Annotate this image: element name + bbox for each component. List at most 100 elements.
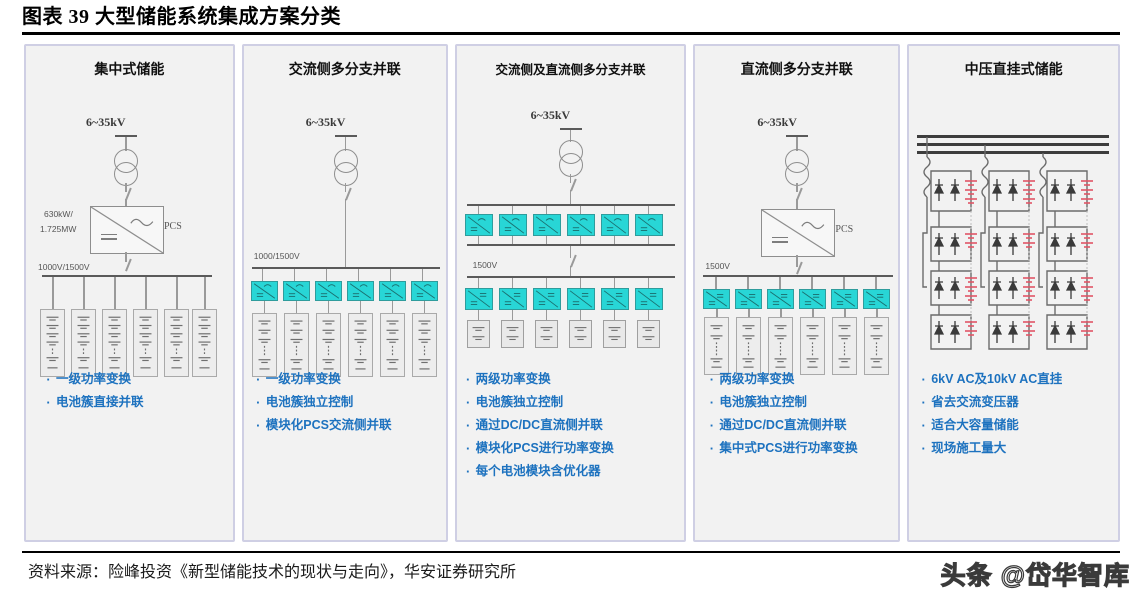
list-item: ·现场施工量大	[919, 437, 1112, 460]
panel-bullet-list: ·6kV AC及10kV AC直挂 ·省去交流变压器 ·适合大容量储能 ·现场施…	[909, 368, 1118, 460]
battery-module	[534, 320, 558, 348]
schematic-ac-dc-multibranch: 6~35kV	[457, 78, 685, 393]
feeder-line	[569, 190, 572, 204]
label-grid-voltage: 6~35kV	[305, 115, 346, 129]
module-out-line	[545, 236, 548, 244]
dcdc-module	[498, 288, 527, 310]
battery-cluster	[192, 309, 217, 377]
module-battery-link	[748, 309, 750, 317]
breaker-out-line	[796, 199, 798, 209]
label-power-rating-1: 630kW/	[44, 209, 73, 219]
cascaded-topology-drawing	[922, 137, 1094, 350]
module-tap-line	[579, 206, 582, 214]
dcdc-module	[735, 289, 763, 309]
intermediate-bus	[466, 244, 675, 246]
module-battery-link	[716, 309, 718, 317]
dcdc-module	[831, 289, 859, 309]
panel-bullet-list: ·两级功率变换 ·电池簇独立控制 ·通过DC/DC直流侧并联 ·集中式PCS进行…	[695, 368, 898, 460]
watermark-label: 头条 @岱华智库	[940, 561, 1130, 590]
label-pcs: PCS	[835, 224, 854, 235]
panel-dc-side-multibranch[interactable]: 直流侧多分支并联 6~35kV PCS 1500V	[693, 44, 901, 542]
list-item: ·一级功率变换	[44, 368, 227, 391]
three-phase-bus-a	[917, 135, 1110, 138]
module-tap-line	[545, 206, 548, 214]
pcs-module	[282, 281, 310, 301]
transformer-out-line	[344, 183, 347, 192]
module-tap-line	[261, 269, 264, 281]
battery-module	[602, 320, 626, 348]
bullet-text: 模块化PCS进行功率变换	[475, 441, 614, 455]
bullet-dot: ·	[709, 418, 715, 433]
dc-bus	[703, 275, 894, 277]
battery-cluster	[736, 317, 762, 375]
label-pcs: PCS	[164, 221, 182, 232]
pcs-dc-line	[125, 252, 127, 262]
dcdc-module	[634, 288, 663, 310]
panel-ac-and-dc-multibranch[interactable]: 交流侧及直流侧多分支并联 6~35kV	[454, 44, 687, 542]
pcs-module	[378, 281, 406, 301]
bullet-text: 通过DC/DC直流侧并联	[719, 418, 847, 432]
dcdc-link-line	[569, 246, 572, 258]
bullet-text: 电池簇独立控制	[475, 395, 564, 409]
list-item: ·每个电池模块含优化器	[464, 460, 679, 483]
list-item: ·6kV AC及10kV AC直挂	[919, 368, 1112, 391]
bullet-dot: ·	[921, 418, 926, 433]
label-dc-voltage: 1000/1500V	[253, 251, 300, 261]
bullet-dot: ·	[465, 464, 471, 479]
transformer-out-line	[125, 183, 127, 192]
battery-cluster	[71, 309, 96, 377]
module-battery-link	[295, 301, 298, 313]
module-tap-line	[511, 206, 514, 214]
dcdc-tap-line	[613, 278, 616, 288]
pcs-module	[250, 281, 278, 301]
dcdc-module	[703, 289, 731, 309]
panel-ac-side-multibranch[interactable]: 交流侧多分支并联 6~35kV 1000/1500V	[241, 44, 448, 542]
battery-cluster	[832, 317, 858, 375]
ac-symbol	[801, 221, 825, 230]
bullet-text: 适合大容量储能	[931, 418, 1019, 432]
dcdc-module	[532, 288, 561, 310]
battery-cluster	[347, 313, 373, 377]
battery-tap-line	[176, 277, 178, 309]
bullet-dot: ·	[921, 395, 926, 410]
bullet-dot: ·	[256, 418, 261, 433]
bullet-dot: ·	[709, 441, 715, 456]
module-battery-link	[579, 310, 582, 320]
panel-bullet-list: ·两级功率变换 ·电池簇独立控制 ·通过DC/DC直流侧并联 ·模块化PCS进行…	[457, 368, 685, 483]
dc-bus	[466, 276, 675, 278]
module-battery-link	[391, 301, 394, 313]
three-phase-bus-c	[917, 151, 1110, 154]
battery-module	[466, 320, 490, 348]
pcs-module	[346, 281, 374, 301]
bullet-text: 模块化PCS交流侧并联	[265, 418, 392, 432]
battery-tap-line	[52, 277, 54, 309]
module-tap-line	[647, 206, 650, 214]
list-item: ·两级功率变换	[707, 368, 892, 391]
label-dc-voltage: 1500V	[705, 261, 730, 271]
battery-cluster	[251, 313, 277, 377]
bullet-dot: ·	[465, 441, 471, 456]
bullet-text: 电池簇独立控制	[719, 395, 807, 409]
list-item: ·两级功率变换	[464, 368, 679, 391]
pcs-module-ac	[634, 214, 663, 236]
bullet-text: 电池簇直接并联	[56, 395, 144, 409]
list-item: ·电池簇直接并联	[44, 391, 227, 414]
module-tap-line	[325, 269, 328, 281]
dcdc-module	[863, 289, 891, 309]
bullet-dot: ·	[46, 372, 51, 387]
dc-symbol	[101, 231, 117, 243]
grid-bus	[786, 135, 809, 137]
panel-title: 中压直挂式储能	[964, 63, 1063, 78]
panel-centralized-storage[interactable]: 集中式储能 6~35kV 630kW/ 1.725MW PCS	[24, 44, 235, 542]
battery-module	[636, 320, 660, 348]
battery-cluster	[800, 317, 826, 375]
battery-cluster	[102, 309, 127, 377]
panel-medium-voltage-direct[interactable]: 中压直挂式储能	[907, 44, 1120, 542]
module-out-line	[511, 236, 514, 244]
battery-cluster	[411, 313, 437, 377]
grid-drop-line	[569, 130, 572, 142]
page-title: 图表 39 大型储能系统集成方案分类	[22, 6, 341, 28]
module-battery-link	[812, 309, 814, 317]
label-grid-voltage: 6~35kV	[757, 115, 797, 129]
module-tap-line	[389, 269, 392, 281]
